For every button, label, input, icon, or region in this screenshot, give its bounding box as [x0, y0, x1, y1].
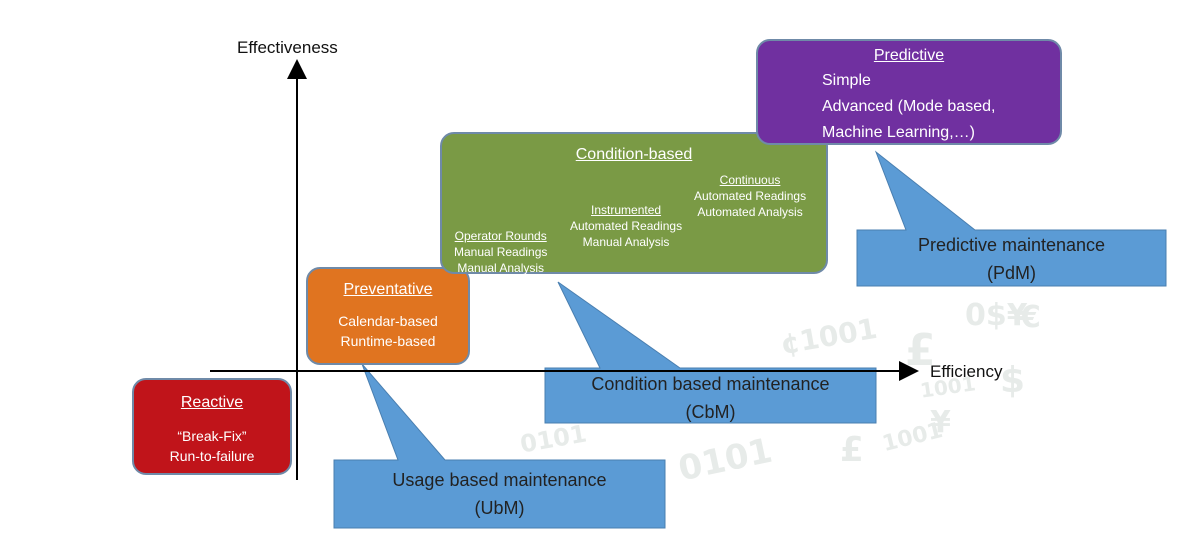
- callout-cbm: Condition based maintenance (CbM): [545, 370, 876, 426]
- callout-ubm-line1: Usage based maintenance: [392, 470, 607, 490]
- callout-cbm-line1: Condition based maintenance: [591, 374, 830, 394]
- callout-ubm: Usage based maintenance (UbM): [334, 466, 665, 522]
- callout-ubm-line2: (UbM): [474, 498, 525, 518]
- continuous-group: Continuous Automated Readings Automated …: [694, 172, 806, 220]
- predictive-title: Predictive: [873, 47, 945, 64]
- instrumented-line: Manual Analysis: [582, 235, 670, 249]
- watermark-glyph: 0$¥: [965, 298, 1028, 333]
- watermark-glyph: ¥: [930, 405, 951, 440]
- watermark-glyph: $: [1000, 360, 1026, 401]
- instrumented-group: Instrumented Automated Readings Manual A…: [570, 202, 682, 250]
- predictive-box: Predictive Simple Advanced (Mode based, …: [756, 39, 1062, 145]
- watermark-glyph: £: [840, 430, 864, 470]
- reactive-box: Reactive “Break-Fix” Run-to-failure: [132, 378, 292, 475]
- continuous-title: Continuous: [719, 173, 781, 187]
- predictive-line: Simple: [822, 72, 871, 89]
- reactive-title: Reactive: [180, 394, 244, 411]
- preventative-box: Preventative Calendar-based Runtime-base…: [306, 267, 470, 365]
- preventative-line: Runtime-based: [340, 333, 436, 349]
- callout-pdm-line1: Predictive maintenance: [917, 235, 1106, 255]
- operator-rounds-title: Operator Rounds: [454, 229, 547, 243]
- operator-rounds-group: Operator Rounds Manual Readings Manual A…: [454, 228, 547, 276]
- callout-pdm: Predictive maintenance (PdM): [857, 231, 1166, 287]
- predictive-line: Machine Learning,…): [822, 124, 975, 141]
- continuous-line: Automated Analysis: [697, 205, 803, 219]
- condition-based-title: Condition-based: [575, 146, 693, 163]
- preventative-line: Calendar-based: [338, 313, 438, 329]
- x-axis-label: Efficiency: [930, 362, 1003, 381]
- instrumented-line: Automated Readings: [570, 219, 683, 233]
- continuous-line: Automated Readings: [694, 189, 807, 203]
- callout-pdm-line2: (PdM): [987, 263, 1036, 283]
- callout-cbm-line2: (CbM): [685, 402, 736, 422]
- watermark-glyph: €: [1020, 300, 1041, 335]
- watermark-glyph: £: [905, 325, 936, 376]
- callout-ubm-shape: [333, 363, 666, 529]
- condition-based-box: Condition-based Operator Rounds Manual R…: [440, 132, 828, 276]
- callout-cbm-shape: [544, 281, 877, 424]
- reactive-line: “Break-Fix”: [177, 428, 247, 444]
- preventative-title: Preventative: [343, 281, 433, 298]
- callout-pdm-shape: [856, 150, 1167, 287]
- instrumented-title: Instrumented: [591, 203, 662, 217]
- y-axis-label: Effectiveness: [237, 38, 338, 57]
- reactive-line: Run-to-failure: [169, 448, 255, 464]
- predictive-line: Advanced (Mode based,: [822, 98, 996, 115]
- operator-rounds-line: Manual Readings: [454, 245, 548, 259]
- operator-rounds-line: Manual Analysis: [457, 261, 545, 275]
